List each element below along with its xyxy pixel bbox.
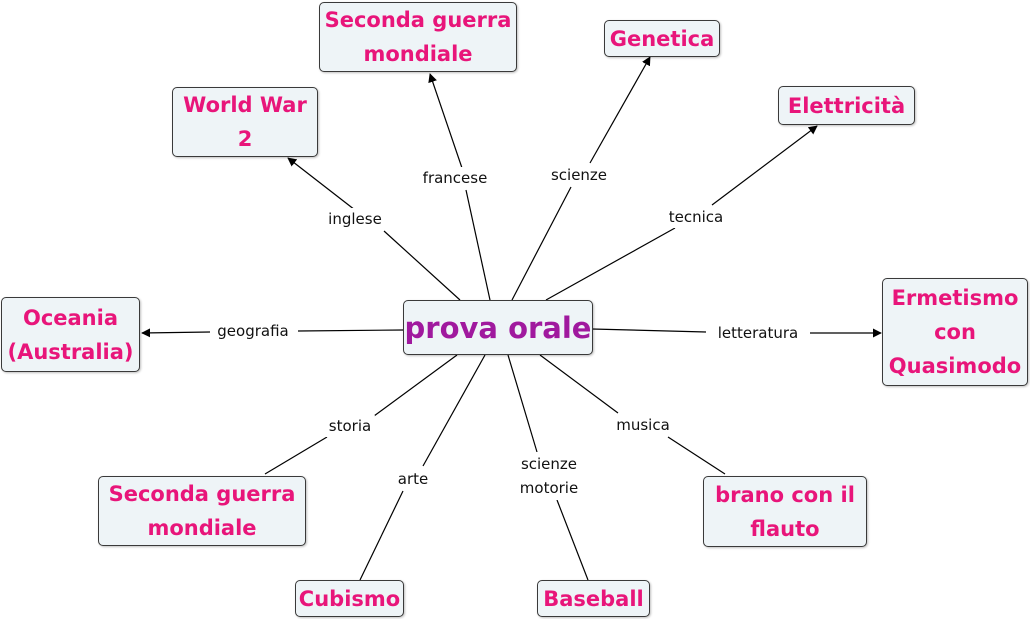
line-motorie-lower [556, 499, 589, 581]
line-inglese-lower [383, 230, 461, 301]
link-label-scienze: scienze [546, 164, 612, 186]
node-seconda-guerra-francese[interactable]: Seconda guerra mondiale [319, 2, 517, 72]
node-seconda-guerra-storia[interactable]: Seconda guerra mondiale [98, 476, 306, 546]
line-arte-upper [422, 354, 486, 467]
node-brano-flauto[interactable]: brano con il flauto [703, 476, 867, 547]
line-tecnica-upper [711, 125, 818, 206]
node-ermetismo[interactable]: Ermetismo con Quasimodo [882, 278, 1028, 386]
node-genetica[interactable]: Genetica [604, 20, 720, 57]
node-label: World War 2 [183, 93, 307, 151]
line-arte-lower [359, 490, 404, 581]
line-letteratura-left [591, 328, 707, 333]
link-label-musica: musica [612, 414, 674, 436]
line-geografia-right [297, 329, 404, 332]
line-geografia-left [141, 328, 211, 338]
link-label-francese: francese [418, 167, 492, 189]
node-elettricita[interactable]: Elettricità [778, 86, 915, 125]
line-musica-upper [539, 354, 619, 414]
line-storia-upper [373, 354, 458, 417]
line-francese-upper [428, 73, 463, 169]
line-scienze-lower [511, 186, 572, 301]
node-cubismo[interactable]: Cubismo [295, 580, 404, 617]
line-musica-lower [667, 436, 726, 475]
node-label: Elettricità [787, 93, 906, 118]
node-label: Oceania (Australia) [7, 305, 134, 364]
link-label-tecnica: tecnica [664, 206, 728, 228]
line-scienze-upper [589, 56, 651, 164]
link-label-geografia: geografia [213, 320, 293, 342]
line-motorie-upper [507, 354, 538, 453]
node-label: Baseball [543, 586, 644, 611]
node-label: Seconda guerra mondiale [324, 8, 512, 66]
central-node-label: prova orale [404, 310, 592, 345]
node-baseball[interactable]: Baseball [537, 580, 650, 617]
line-storia-lower [264, 436, 328, 475]
link-label-storia: storia [324, 415, 376, 437]
line-francese-lower [465, 189, 491, 301]
central-node-prova-orale[interactable]: prova orale [403, 300, 593, 355]
node-label: Cubismo [298, 586, 401, 611]
node-label: Genetica [609, 26, 715, 51]
line-inglese-upper [287, 157, 356, 211]
link-label-arte: arte [393, 468, 433, 490]
link-label-letteratura: letteratura [713, 322, 803, 344]
link-label-inglese: inglese [324, 208, 386, 230]
node-label: Seconda guerra mondiale [108, 482, 296, 540]
node-label: brano con il flauto [715, 482, 855, 541]
node-label: Ermetismo con Quasimodo [888, 286, 1022, 378]
node-world-war-2[interactable]: World War 2 [172, 87, 318, 157]
link-label-scienze-motorie: scienze motorie [506, 452, 592, 500]
line-tecnica-lower [545, 227, 676, 301]
node-oceania[interactable]: Oceania (Australia) [1, 297, 140, 372]
